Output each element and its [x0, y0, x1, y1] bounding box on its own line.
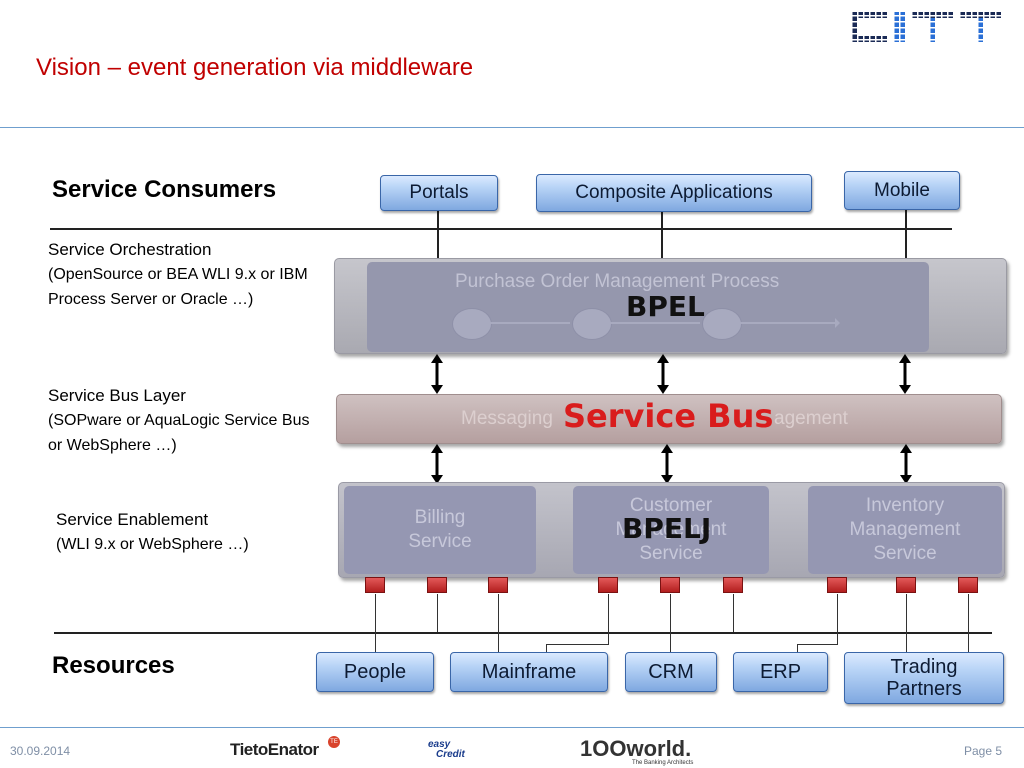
adapter-port [660, 577, 680, 593]
bus-label: Service Bus Layer (SOPware or AquaLogic … [48, 383, 328, 458]
enablement-detail: (WLI 9.x or WebSphere …) [56, 536, 249, 553]
double-arrow-icon [431, 444, 443, 484]
port-connector [968, 594, 969, 652]
double-arrow-right-upper [898, 353, 912, 395]
adapter-port [365, 577, 385, 593]
port-connector [906, 594, 907, 652]
double-arrow-icon [431, 354, 443, 394]
adapter-port [827, 577, 847, 593]
double-arrow-left-upper [430, 353, 444, 395]
double-arrow-middle-lower [660, 443, 674, 485]
process-flow-arrow-icon [490, 318, 840, 328]
erp-button[interactable]: ERP [733, 652, 828, 692]
easycredit-logo-credit: Credit [436, 749, 465, 760]
100world-logo: 1OOworld. The Banking Architects [580, 736, 694, 767]
double-arrow-icon [900, 444, 912, 484]
adapter-port [598, 577, 618, 593]
process-step-1 [452, 308, 492, 340]
tietoenator-logo-text: TietoEnator [230, 740, 319, 759]
easycredit-logo-text: easy [428, 739, 451, 750]
port-connector-horizontal [546, 644, 609, 645]
customer-management-service-label: Customer Management Service [615, 495, 727, 564]
easycredit-logo: easy Credit [428, 740, 465, 760]
billing-service-box: Billing Service [344, 486, 536, 574]
bpelj-tag: BPELJ [622, 512, 712, 545]
enablement-title: Service Enablement [56, 510, 209, 529]
process-step-2 [572, 308, 612, 340]
port-connector [670, 594, 671, 652]
slide-title: Vision – event generation via middleware [36, 54, 474, 81]
process-flow-arrow [490, 315, 840, 331]
header-divider [0, 127, 1024, 128]
double-arrow-middle-upper [656, 353, 670, 395]
double-arrow-icon [657, 354, 669, 394]
double-arrow-icon [661, 444, 673, 484]
mainframe-button[interactable]: Mainframe [450, 652, 608, 692]
resources-heading: Resources [52, 652, 175, 679]
tietoenator-badge: TE [328, 736, 340, 748]
purchase-order-process-label: Purchase Order Management Process [455, 271, 780, 292]
orchestration-label: Service Orchestration (OpenSource or BEA… [48, 237, 328, 312]
mobile-button[interactable]: Mobile [844, 171, 960, 210]
double-arrow-icon [899, 354, 911, 394]
bus-messaging-label: Messaging [461, 408, 553, 429]
adapter-port [723, 577, 743, 593]
inventory-management-service-label: Inventory Management Service [849, 495, 961, 564]
100world-logo-text: 1OOworld. [580, 736, 692, 761]
port-connector [837, 594, 838, 644]
consumers-separator-line [50, 228, 952, 230]
port-connector [437, 594, 438, 632]
footer-date: 30.09.2014 [10, 744, 71, 758]
adapter-port [958, 577, 978, 593]
adapter-port [488, 577, 508, 593]
inventory-management-service-box: Inventory Management Service [808, 486, 1002, 574]
port-connector [498, 594, 499, 652]
billing-service-label: Billing Service [408, 507, 472, 552]
bpel-tag: BPEL [626, 290, 705, 323]
process-step-3 [702, 308, 742, 340]
bus-management-label: agement [774, 408, 848, 429]
citt-logo [852, 10, 1004, 44]
portals-connector [437, 211, 439, 261]
adapter-port [427, 577, 447, 593]
citt-logo-graphic [852, 12, 1002, 42]
port-connector [733, 594, 734, 632]
port-connector [375, 594, 376, 652]
resources-separator-line [54, 632, 992, 634]
double-arrow-left-lower [430, 443, 444, 485]
port-connector-horizontal [797, 644, 838, 645]
people-button[interactable]: People [316, 652, 434, 692]
mobile-connector [905, 210, 907, 261]
crm-button[interactable]: CRM [625, 652, 717, 692]
portals-button[interactable]: Portals [380, 175, 498, 211]
adapter-port [896, 577, 916, 593]
composite-applications-button[interactable]: Composite Applications [536, 174, 812, 212]
trading-partners-button[interactable]: Trading Partners [844, 652, 1004, 704]
port-connector [797, 644, 798, 652]
service-bus-tag: Service Bus [563, 397, 774, 435]
double-arrow-right-lower [899, 443, 913, 485]
bus-title: Service Bus Layer [48, 386, 186, 405]
port-connector [608, 594, 609, 644]
footer-divider [0, 727, 1024, 728]
composite-connector [661, 212, 663, 261]
orchestration-title: Service Orchestration [48, 240, 212, 259]
tietoenator-logo: TietoEnator [230, 740, 319, 760]
100world-logo-subtitle: The Banking Architects [632, 760, 694, 766]
port-connector [546, 644, 547, 652]
customer-management-service-box: Customer Management Service [573, 486, 769, 574]
bus-detail: (SOPware or AquaLogic Service Bus or Web… [48, 412, 310, 454]
footer-page-number: Page 5 [964, 744, 1003, 758]
orchestration-detail: (OpenSource or BEA WLI 9.x or IBM Proces… [48, 266, 308, 308]
service-bus-layer [336, 394, 1002, 444]
enablement-label: Service Enablement (WLI 9.x or WebSphere… [56, 507, 336, 557]
service-consumers-heading: Service Consumers [52, 176, 277, 203]
